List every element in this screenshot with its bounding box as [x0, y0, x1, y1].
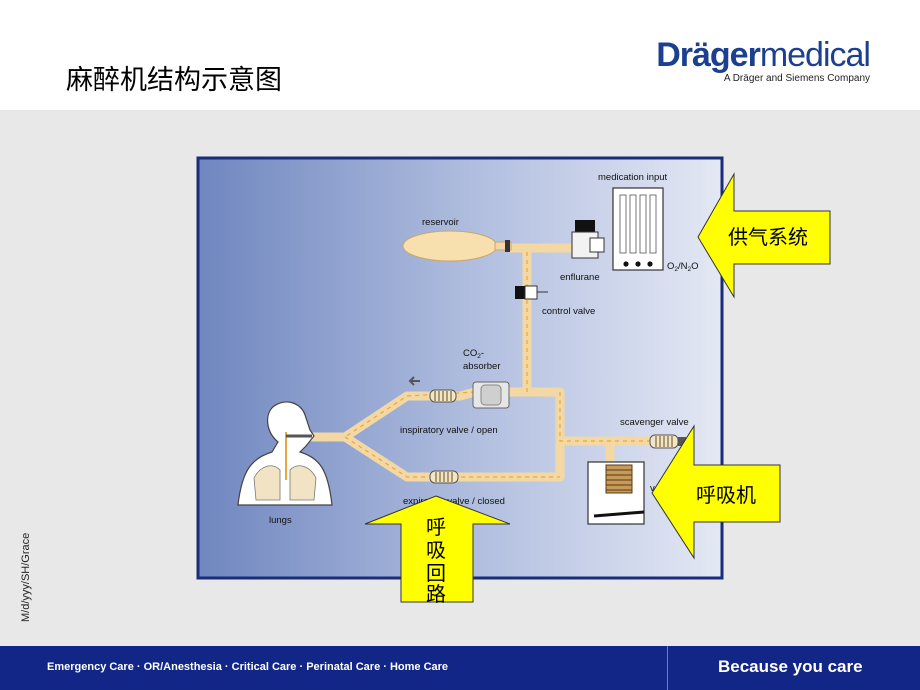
drager-logo: Drägermedical A Dräger and Siemens Compa…: [656, 36, 871, 84]
side-code: M/d/yyy/SH/Grace: [20, 532, 32, 622]
callout-breathing-circuit-char-3: 回: [426, 563, 446, 585]
logo-brand-light: medical: [759, 36, 871, 74]
label-medication-input: medication input: [598, 172, 668, 183]
footer-slogan: Because you care: [718, 657, 863, 676]
co2-absorber: [408, 376, 510, 409]
label-lungs: lungs: [269, 515, 292, 526]
callout-ventilator-text: 呼吸机: [696, 483, 756, 507]
logo-wordmark: Drägermedical: [656, 36, 871, 75]
footer-divider: [667, 646, 668, 690]
label-control-valve: control valve: [542, 306, 595, 317]
label-absorber: absorber: [463, 361, 501, 372]
inspiratory-valve: [429, 389, 457, 403]
flowmeter: [612, 187, 664, 271]
label-o2-n2o: O2/N2O: [667, 261, 699, 273]
label-enflurane: enflurane: [560, 272, 600, 283]
footer: Emergency Care · OR/Anesthesia · Critica…: [0, 646, 920, 690]
logo-tagline: A Dräger and Siemens Company: [723, 73, 870, 84]
callout-breathing-circuit-char-2: 吸: [426, 540, 446, 562]
footer-divisions: Emergency Care · OR/Anesthesia · Critica…: [47, 661, 449, 673]
logo-brand-bold: Dräger: [656, 36, 761, 74]
label-co2: CO2-: [463, 348, 484, 360]
label-scavenger-valve: scavenger valve: [620, 417, 689, 428]
callout-breathing-circuit-char-4: 路: [426, 583, 446, 606]
ventilator-box: [587, 461, 645, 525]
scavenger-valve: [649, 434, 686, 449]
callout-gas-supply: 供气系统: [697, 172, 831, 299]
reservoir-bag: [402, 230, 498, 262]
patient-figure: [237, 401, 333, 506]
page-title: 麻醉机结构示意图: [66, 65, 282, 96]
callout-breathing-circuit: 呼 吸 回 路: [364, 495, 511, 606]
label-reservoir: reservoir: [422, 217, 459, 228]
callout-ventilator: 呼吸机: [651, 424, 781, 560]
label-inspiratory-valve: inspiratory valve / open: [400, 425, 498, 436]
label-expiratory-valve: expiratory valve / closed: [403, 496, 505, 507]
callout-gas-supply-text: 供气系统: [728, 225, 808, 249]
vaporizer: [571, 220, 605, 259]
control-valve: [515, 285, 548, 300]
header: 麻醉机结构示意图 Drägermedical A Dräger and Siem…: [0, 0, 920, 110]
callout-breathing-circuit-char-1: 呼: [426, 516, 446, 539]
expiratory-valve: [429, 470, 459, 484]
